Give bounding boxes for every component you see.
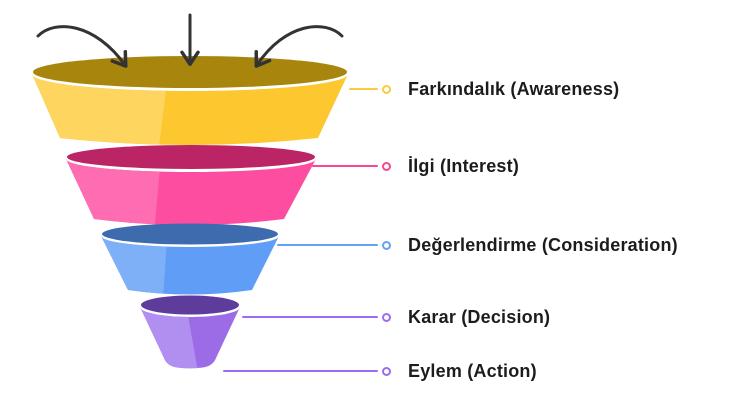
inflow-arrows	[36, 13, 344, 68]
segment-top-ellipse	[141, 295, 239, 315]
bullet-ring-icon	[382, 312, 391, 322]
stage-label: Eylem (Action)	[408, 360, 537, 381]
funnel-segment-decision	[140, 295, 240, 369]
segment-top-ellipse	[67, 145, 315, 169]
stage-label: İlgi (Interest)	[408, 155, 520, 176]
arrow-right-icon	[254, 25, 344, 68]
bullet-ring-icon	[382, 161, 391, 171]
stage-row-awareness: Farkındalık (Awareness)	[349, 77, 619, 101]
funnel-segment-consideration	[101, 223, 279, 295]
lead-line	[312, 165, 378, 167]
bullet-ring-icon	[382, 84, 391, 94]
stage-row-action: Eylem (Action)	[223, 359, 537, 383]
lead-line	[277, 244, 378, 246]
stage-label: Değerlendirme (Consideration)	[408, 234, 678, 255]
segment-top-ellipse	[102, 223, 278, 245]
arrow-left-icon	[36, 25, 128, 68]
lead-line	[223, 370, 378, 372]
funnel-segment-awareness	[32, 56, 348, 145]
funnel-segment-interest	[66, 145, 316, 225]
stage-row-consideration: Değerlendirme (Consideration)	[277, 233, 678, 257]
stage-row-interest: İlgi (Interest)	[312, 154, 519, 178]
stage-label: Farkındalık (Awareness)	[408, 78, 620, 99]
lead-line	[242, 316, 378, 318]
bullet-ring-icon	[382, 240, 391, 250]
stage-row-decision: Karar (Decision)	[242, 305, 550, 329]
lead-line	[349, 88, 378, 90]
bullet-ring-icon	[382, 366, 391, 376]
stage-label: Karar (Decision)	[408, 306, 551, 327]
